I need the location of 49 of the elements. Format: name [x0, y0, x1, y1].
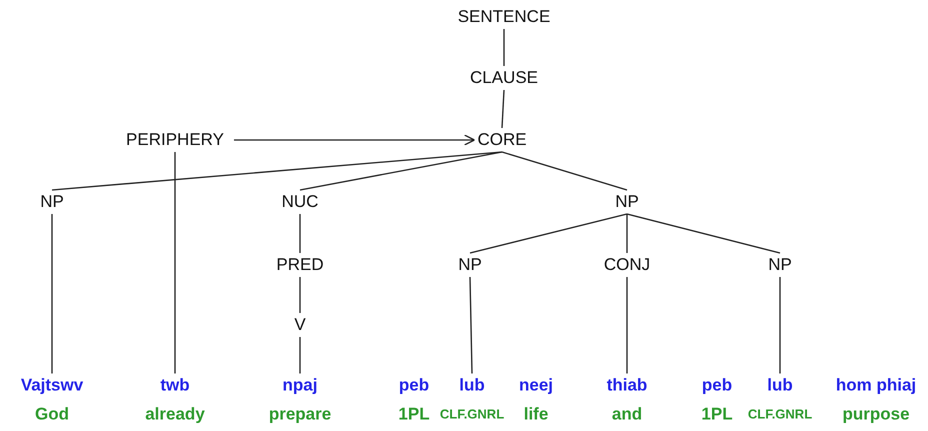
category-label: PRED: [276, 255, 324, 275]
gloss: 1PL: [398, 404, 430, 424]
gloss: already: [145, 404, 205, 424]
tree-branch-line: [52, 151, 502, 191]
category-label: NP: [40, 192, 64, 212]
word: thiab: [606, 376, 648, 396]
gloss: 1PL: [701, 404, 733, 424]
tree-branch-line: [469, 276, 473, 374]
tree-branch-line: [503, 29, 505, 66]
tree-branch-line: [174, 152, 176, 374]
word: twb: [160, 376, 190, 396]
tree-branch-line: [626, 277, 628, 374]
tree-branch-line: [626, 213, 780, 254]
category-label: NP: [768, 255, 792, 275]
category-label: NP: [458, 255, 482, 275]
category-label: CLAUSE: [470, 68, 538, 88]
tree-branch-line: [299, 337, 301, 374]
gloss: purpose: [842, 404, 910, 424]
gloss: and: [612, 404, 642, 424]
word: peb: [702, 376, 732, 396]
gloss: CLF.GNRL: [440, 406, 504, 424]
gloss: God: [35, 404, 69, 424]
tree-branch-line: [502, 151, 628, 191]
tree-branch-line: [501, 90, 505, 128]
word: peb: [398, 376, 430, 396]
tree-branch-line: [51, 214, 53, 374]
category-label: V: [294, 315, 306, 335]
word: neej: [518, 376, 554, 396]
tree-branch-line: [779, 277, 781, 374]
word: npaj: [282, 376, 318, 396]
word: lub: [767, 376, 793, 396]
category-label: CORE: [477, 130, 527, 150]
tree-branch-line: [626, 214, 628, 253]
word: lub: [459, 376, 485, 396]
category-label: NUC: [282, 192, 318, 212]
word: Vajtswv: [20, 376, 84, 396]
category-label: CONJ: [604, 255, 650, 275]
tree-branch-line: [300, 151, 502, 191]
tree-branch-line: [299, 277, 301, 313]
category-label: SENTENCE: [458, 7, 550, 27]
word: hom phiaj: [836, 376, 916, 396]
tree-branch-line: [470, 213, 628, 254]
gloss: life: [524, 404, 548, 424]
gloss: CLF.GNRL: [748, 406, 812, 424]
arrow: [234, 134, 476, 146]
category-label: PERIPHERY: [126, 130, 224, 150]
tree-branch-line: [299, 214, 301, 253]
category-label: NP: [615, 192, 639, 212]
gloss: prepare: [268, 404, 332, 424]
